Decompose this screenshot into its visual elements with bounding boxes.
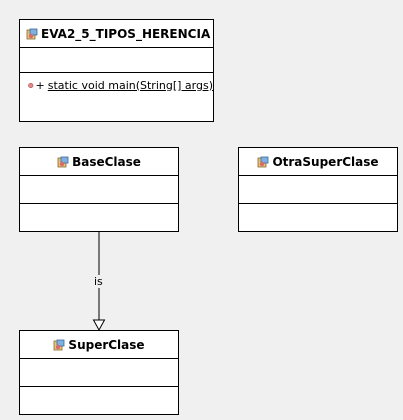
method-row[interactable]: + static void main(String[] args): [20, 75, 213, 95]
methods-section: [239, 204, 397, 231]
attributes-section: [20, 176, 178, 204]
class-name: OtraSuperClase: [272, 154, 379, 169]
methods-section: [20, 204, 178, 231]
attributes-section: [239, 176, 397, 204]
java-class-icon: [54, 339, 65, 350]
attributes-section: [20, 359, 178, 387]
class-header: BaseClase: [20, 148, 178, 176]
class-box-main[interactable]: EVA2_5_TIPOS_HERENCIA + static void main…: [19, 19, 214, 122]
java-class-icon: [258, 156, 269, 167]
method-icon: [28, 82, 34, 88]
inheritance-label: is: [93, 275, 104, 288]
class-name: BaseClase: [72, 154, 141, 169]
class-box-superclase[interactable]: SuperClase: [19, 330, 179, 415]
class-name: EVA2_5_TIPOS_HERENCIA: [41, 26, 211, 41]
class-header: EVA2_5_TIPOS_HERENCIA: [20, 20, 213, 48]
class-header: SuperClase: [20, 331, 178, 359]
class-name: SuperClase: [68, 337, 145, 352]
methods-section: [20, 387, 178, 414]
java-class-icon: [26, 28, 38, 39]
attributes-section: [20, 48, 213, 73]
method-signature: static void main(String[] args): [47, 78, 213, 92]
java-class-icon: [57, 156, 69, 167]
inheritance-arrowhead: [92, 319, 106, 332]
method-visibility: +: [35, 78, 45, 92]
class-box-baseclase[interactable]: BaseClase: [19, 147, 179, 232]
methods-section: + static void main(String[] args): [20, 73, 213, 121]
class-header: OtraSuperClase: [239, 148, 397, 176]
class-box-otrasuperclase[interactable]: OtraSuperClase: [238, 147, 398, 232]
